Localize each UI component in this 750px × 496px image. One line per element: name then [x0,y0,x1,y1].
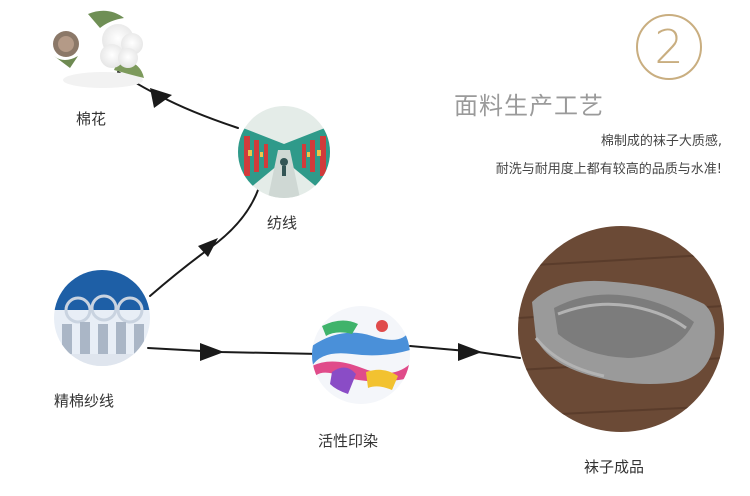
step-description-line2: 耐洗与耐用度上都有较高的品质与水准! [495,162,722,177]
sock-product-image [518,226,724,432]
spinning-mill-image [238,106,330,198]
step-number-badge: 2 [636,14,702,80]
arrow-icon [200,343,224,361]
arrow-icon [458,343,482,361]
label-combed-yarn: 精棉纱线 [54,392,115,410]
label-printing-dyeing: 活性印染 [318,432,379,450]
yarn-machine-image [54,270,150,366]
step-description-line1: 棉制成的袜子大质感, [600,134,722,149]
arrow-spinning-to-yarn [149,189,259,297]
label-spinning: 纺线 [267,214,298,232]
dyeing-image [312,306,410,404]
label-finished-socks: 袜子成品 [584,458,645,476]
label-cotton: 棉花 [76,110,107,128]
arrow-yarn-to-printing [147,347,321,355]
arrow-icon [198,238,218,257]
arrow-icon [150,88,172,108]
cotton-boll-image [48,4,148,90]
step-title: 面料生产工艺 [454,92,604,120]
step-number: 2 [654,20,684,74]
